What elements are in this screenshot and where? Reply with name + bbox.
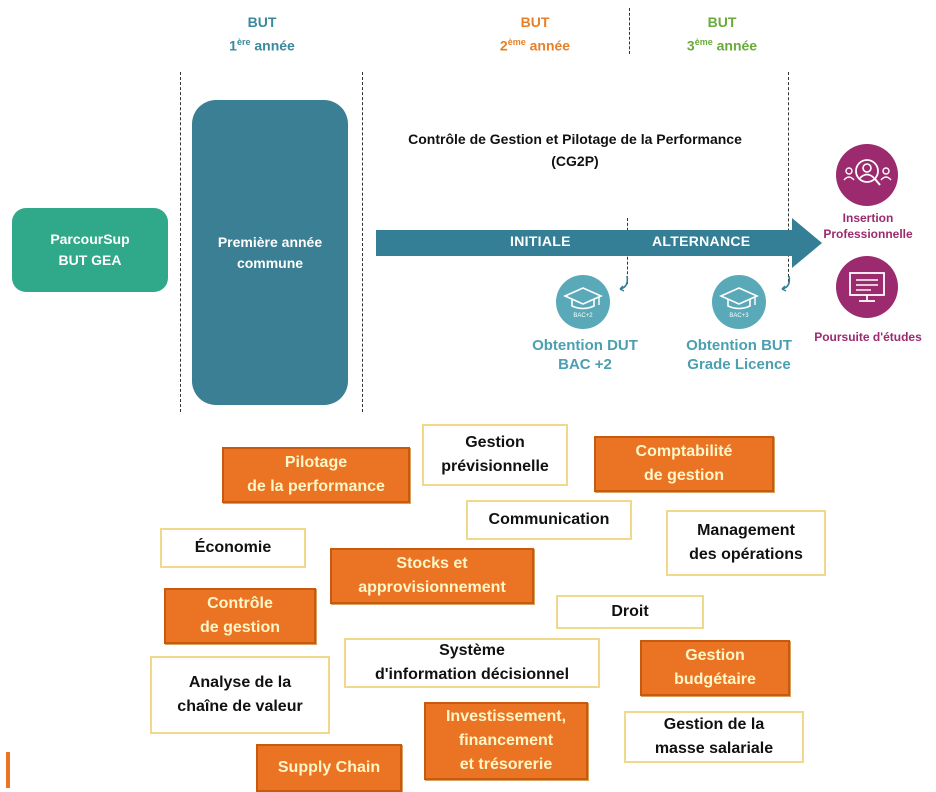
year-3-label: BUT [707,14,737,30]
insertion-line1: Insertion [842,211,894,225]
arrow-label-alternance: ALTERNANCE [652,233,751,249]
skill-pilotage-line1: Pilotage [284,454,348,471]
skill-pilotage-line2: de la performance [247,478,385,495]
skill-supply-line1: Supply Chain [277,759,381,776]
poursuite-line1: Poursuite d'études [814,330,922,344]
year-1-subtitle: 1ère année [229,37,295,54]
year-2-header: BUT 2ème année [465,12,605,56]
skill-gestion-prev-line2: prévisionnelle [441,458,549,475]
people-search-icon [843,159,892,186]
skill-gestion-previsionnelle: Gestion prévisionnelle [422,424,568,486]
arrow-label-initiale: INITIALE [510,233,571,249]
year-2-subtitle: 2ème année [499,37,571,54]
skill-masse-line1: Gestion de la [663,716,765,733]
insertion-line2: Professionnelle [823,227,913,241]
skill-droit: Droit [556,595,704,629]
cg2p-title-line1: Contrôle de Gestion et Pilotage de la Pe… [408,131,742,147]
diploma-bac2-label: Obtention DUT BAC +2 [520,336,650,374]
track-arrow [376,218,822,268]
diploma-bac3-line2: Grade Licence [687,356,791,373]
skill-management-line2: des opérations [689,546,803,563]
skill-systeme: Système d'information décisionnel [344,638,600,688]
skill-investissement: Investissement, financement et trésorerie [424,702,588,780]
diploma-bac2-line2: BAC +2 [558,356,612,373]
skill-analyse: Analyse de la chaîne de valeur [150,656,330,734]
skill-economie-line1: Économie [194,539,272,556]
year-3-subtitle: 3ème année [686,37,758,54]
insertion-circle [836,144,898,206]
skill-masse-line2: masse salariale [654,740,774,757]
skill-systeme-line1: Système [439,642,505,659]
skill-communication-line1: Communication [488,511,610,528]
skill-comptabilite-line2: de gestion [643,467,724,484]
skill-controle-line1: Contrôle [207,595,273,612]
skill-supply-chain: Supply Chain [256,744,402,792]
skill-droit-line1: Droit [611,603,649,620]
year-1-header: BUT 1ère année [192,12,332,56]
skill-invest-line2: financement [458,732,554,749]
poursuite-circle [836,256,898,318]
poursuite-label: Poursuite d'études [800,329,936,345]
parcoursup-box: ParcourSup BUT GEA [12,208,168,292]
parcoursup-line2: BUT GEA [58,252,122,268]
divider-top-year3 [629,8,630,54]
skill-gestion-budg-line2: budgétaire [674,671,756,688]
diploma-bac2-badge: BAC+2 [556,275,610,329]
divider-year1-right [362,72,363,412]
skill-communication: Communication [466,500,632,540]
cg2p-title: Contrôle de Gestion et Pilotage de la Pe… [375,128,775,172]
skill-pilotage: Pilotage de la performance [222,447,410,503]
diploma-bac3-line1: Obtention BUT [686,337,792,354]
skill-analyse-line2: chaîne de valeur [177,698,303,715]
diploma-bac3-label: Obtention BUT Grade Licence [674,336,804,374]
graduation-cap-icon: BAC+3 [719,287,759,319]
divider-year3-end [788,72,789,282]
skill-masse-salariale: Gestion de la masse salariale [624,711,804,763]
skill-gestion-prev-line1: Gestion [465,434,525,451]
divider-year1-left [180,72,181,412]
skill-systeme-line2: d'information décisionnel [374,666,570,683]
year-2-label: BUT [520,14,550,30]
year-3-header: BUT 3ème année [652,12,792,56]
year-1-label: BUT [247,14,277,30]
diploma-bac2-line1: Obtention DUT [532,337,638,354]
insertion-label: Insertion Professionnelle [806,210,930,242]
skill-comptabilite: Comptabilité de gestion [594,436,774,492]
curve-arrow-icon [619,275,629,292]
skill-stocks-line2: approvisionnement [358,579,506,596]
parcoursup-line1: ParcourSup [50,231,130,247]
skill-stocks: Stocks et approvisionnement [330,548,534,604]
cg2p-title-line2: (CG2P) [551,153,599,169]
first-year-line1: Première année [217,233,323,250]
svg-text:BAC+2: BAC+2 [573,313,593,319]
first-year-box: Première année commune [192,100,348,405]
curve-arrow-icon [781,275,791,292]
skill-stocks-line1: Stocks et [396,555,468,572]
skill-gestion-budg-line1: Gestion [685,647,745,664]
skill-controle: Contrôle de gestion [164,588,316,644]
diploma-bac3-badge: BAC+3 [712,275,766,329]
skill-invest-line1: Investissement, [445,708,567,725]
skill-comptabilite-line1: Comptabilité [635,443,733,460]
skill-economie: Économie [160,528,306,568]
skill-invest-line3: et trésorerie [459,756,553,773]
skill-management-line1: Management [697,522,795,539]
monitor-icon [849,272,885,302]
skill-controle-line2: de gestion [199,619,280,636]
skill-analyse-line1: Analyse de la [188,674,292,691]
accent-bar [6,752,10,788]
skill-management: Management des opérations [666,510,826,576]
skill-gestion-budgetaire: Gestion budgétaire [640,640,790,696]
first-year-line2: commune [236,254,304,271]
graduation-cap-icon: BAC+2 [563,287,603,319]
svg-text:BAC+3: BAC+3 [729,313,749,319]
